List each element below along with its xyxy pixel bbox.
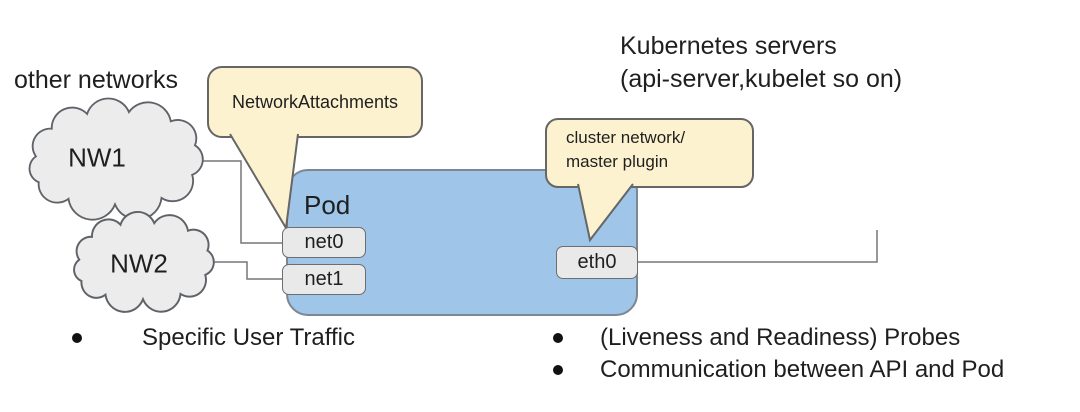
interface-box-net1: net1 — [282, 264, 366, 295]
connector-nw1-net0 — [194, 160, 282, 244]
callout-tail — [229, 133, 299, 232]
cloud-shape-nw2 — [73, 210, 215, 313]
bullet-text: Communication between API and Pod — [600, 355, 1005, 383]
interface-label-net0: net0 — [304, 231, 344, 253]
callout-tail — [577, 183, 634, 243]
bullet-dot — [553, 364, 563, 375]
cloud-label-nw2: NW2 — [110, 248, 168, 279]
callout-cluster-network-line2: master plugin — [566, 152, 669, 171]
bullet-item-specific-user-traffic: Specific User Traffic — [72, 324, 355, 351]
interface-label-net1: net1 — [304, 268, 344, 290]
bullet-dot — [72, 332, 82, 343]
interface-label-eth0: eth0 — [577, 251, 617, 273]
bullet-text: (Liveness and Readiness) Probes — [600, 323, 961, 351]
callout-cluster-network-text: cluster network/ master plugin — [566, 126, 685, 174]
bullet-item-probes: (Liveness and Readiness) Probes — [553, 324, 960, 351]
kubernetes-servers-line1: Kubernetes servers — [620, 32, 837, 60]
callout-network-attachments — [207, 66, 423, 232]
pod-label: Pod — [304, 190, 351, 220]
connector-eth0-kubernetes — [638, 230, 878, 263]
callout-cluster-network-line1: cluster network/ — [566, 128, 686, 147]
kubernetes-servers-line2: (api-server,kubelet so on) — [620, 65, 903, 93]
callout-cluster-network — [545, 118, 754, 243]
callout-network-attachments-text: NetworkAttachments — [232, 92, 399, 112]
bullet-dot — [553, 332, 563, 343]
other-networks-label: other networks — [14, 66, 178, 94]
bullet-item-communication: Communication between API and Pod — [553, 356, 1004, 383]
interface-box-net0: net0 — [282, 227, 366, 258]
kubernetes-servers-label: Kubernetes servers (api-server,kubelet s… — [620, 30, 902, 96]
interface-box-eth0: eth0 — [556, 246, 638, 279]
cloud-label-nw1: NW1 — [68, 142, 126, 173]
bullet-text: Specific User Traffic — [142, 323, 355, 351]
cloud-shape-nw1 — [28, 97, 204, 221]
connector-nw2-net1 — [200, 261, 282, 280]
